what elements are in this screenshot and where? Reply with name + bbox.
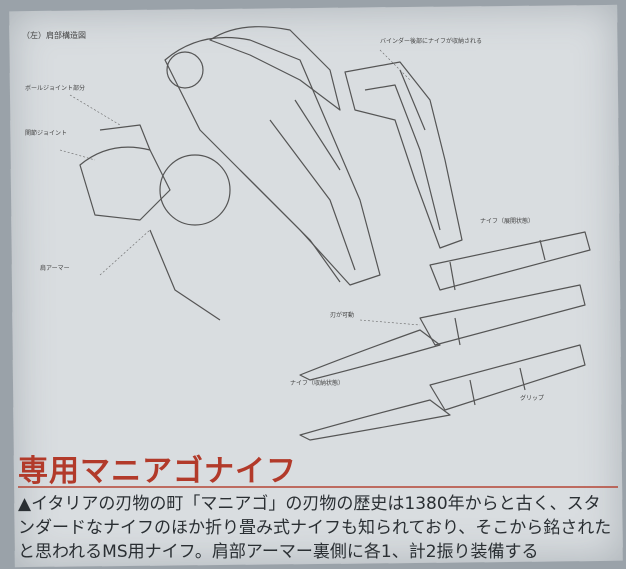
figure-caption: （左）肩部構造図 [22,31,86,40]
knife-open-note: ナイフ（展開状態） [480,218,535,225]
armor-note: 肩アーマー [40,265,70,272]
knife-stowed-note: ナイフ（収納状態） [290,380,345,387]
page-title: 専用マニアゴナイフ [18,454,297,489]
joint-note: 関節ジョイント [25,130,68,137]
body-line-1: ▲イタリアの刃物の町「マニアゴ」の刃物の歴史は1380年からと古く、スタ [18,494,601,514]
body-line-2: ンダードなナイフのほか折り畳み式ナイフも知られており、そこから銘された [18,518,612,538]
title-rule [18,486,618,488]
knife-mid-note: 刃が可動 [330,312,355,319]
body-line-3: と思われるMS用ナイフ。肩部アーマー裏側に各1、計2振り装備する [18,542,539,562]
handle-note: グリップ [520,395,545,402]
binder-note: バインダー後部にナイフが収納される [380,38,483,45]
ball-joint-note: ボールジョイント部分 [25,85,86,92]
article-body: ▲イタリアの刃物の町「マニアゴ」の刃物の歴史は1380年からと古く、スタ ンダー… [18,492,618,564]
